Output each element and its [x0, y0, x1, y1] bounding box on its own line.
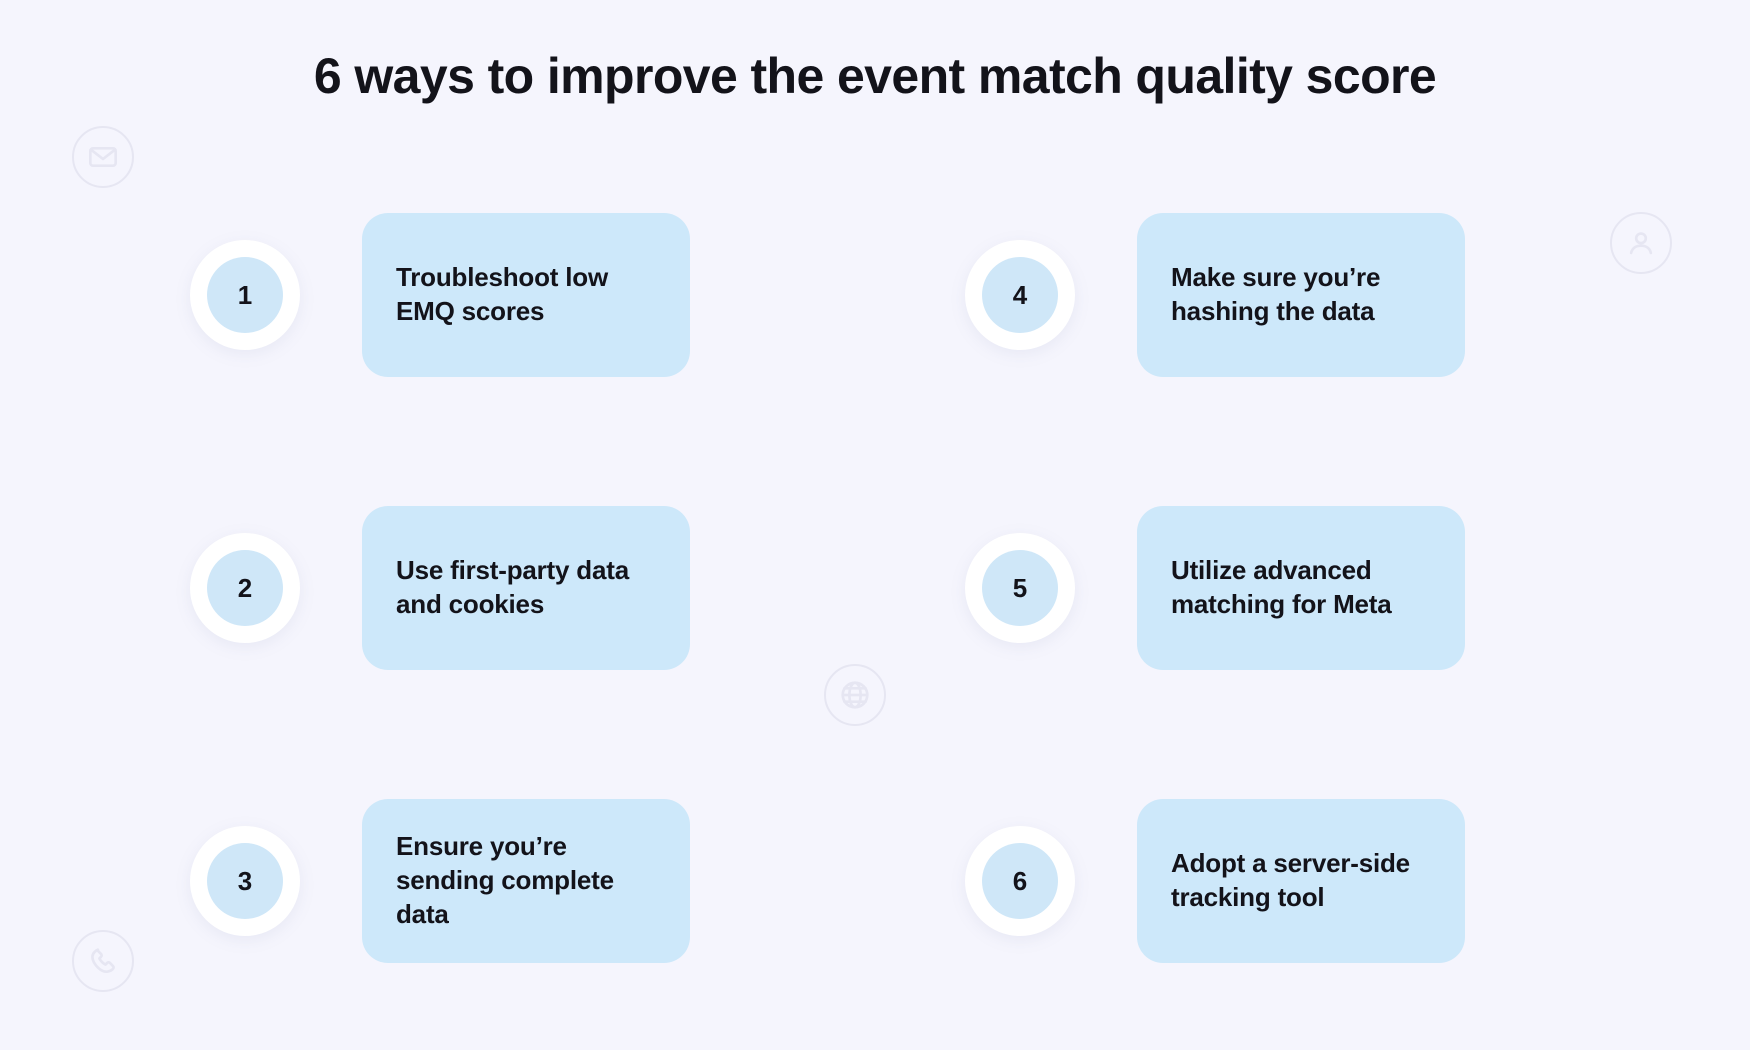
step-badge-5: 5 [965, 533, 1075, 643]
step-badge-4: 4 [965, 240, 1075, 350]
page-title: 6 ways to improve the event match qualit… [313, 48, 1437, 104]
step-item-4: 4 Make sure you’re hashing the data [965, 213, 1620, 377]
mail-icon [72, 126, 134, 188]
phone-icon [72, 930, 134, 992]
globe-icon [824, 664, 886, 726]
step-number-5: 5 [982, 550, 1058, 626]
step-card-1: Troubleshoot low EMQ scores [362, 213, 690, 377]
step-badge-2: 2 [190, 533, 300, 643]
step-number-4: 4 [982, 257, 1058, 333]
step-number-1: 1 [207, 257, 283, 333]
step-card-6: Adopt a server-side tracking tool [1137, 799, 1465, 963]
step-card-5: Utilize advanced matching for Meta [1137, 506, 1465, 670]
step-card-2: Use first-party data and cookies [362, 506, 690, 670]
step-badge-1: 1 [190, 240, 300, 350]
step-card-3: Ensure you’re sending complete data [362, 799, 690, 963]
step-card-text-6: Adopt a server-side tracking tool [1171, 848, 1410, 912]
step-item-1: 1 Troubleshoot low EMQ scores [190, 213, 845, 377]
step-item-3: 3 Ensure you’re sending complete data [190, 799, 845, 963]
step-badge-3: 3 [190, 826, 300, 936]
step-item-5: 5 Utilize advanced matching for Meta [965, 506, 1620, 670]
step-number-3: 3 [207, 843, 283, 919]
step-card-text-1: Troubleshoot low EMQ scores [396, 262, 609, 326]
step-number-6: 6 [982, 843, 1058, 919]
step-item-6: 6 Adopt a server-side tracking tool [965, 799, 1620, 963]
step-card-text-5: Utilize advanced matching for Meta [1171, 555, 1392, 619]
step-number-2: 2 [207, 550, 283, 626]
step-card-text-4: Make sure you’re hashing the data [1171, 262, 1381, 326]
step-badge-6: 6 [965, 826, 1075, 936]
user-icon [1610, 212, 1672, 274]
step-card-text-2: Use first-party data and cookies [396, 555, 629, 619]
step-card-4: Make sure you’re hashing the data [1137, 213, 1465, 377]
step-card-text-3: Ensure you’re sending complete data [396, 831, 614, 929]
step-item-2: 2 Use first-party data and cookies [190, 506, 845, 670]
